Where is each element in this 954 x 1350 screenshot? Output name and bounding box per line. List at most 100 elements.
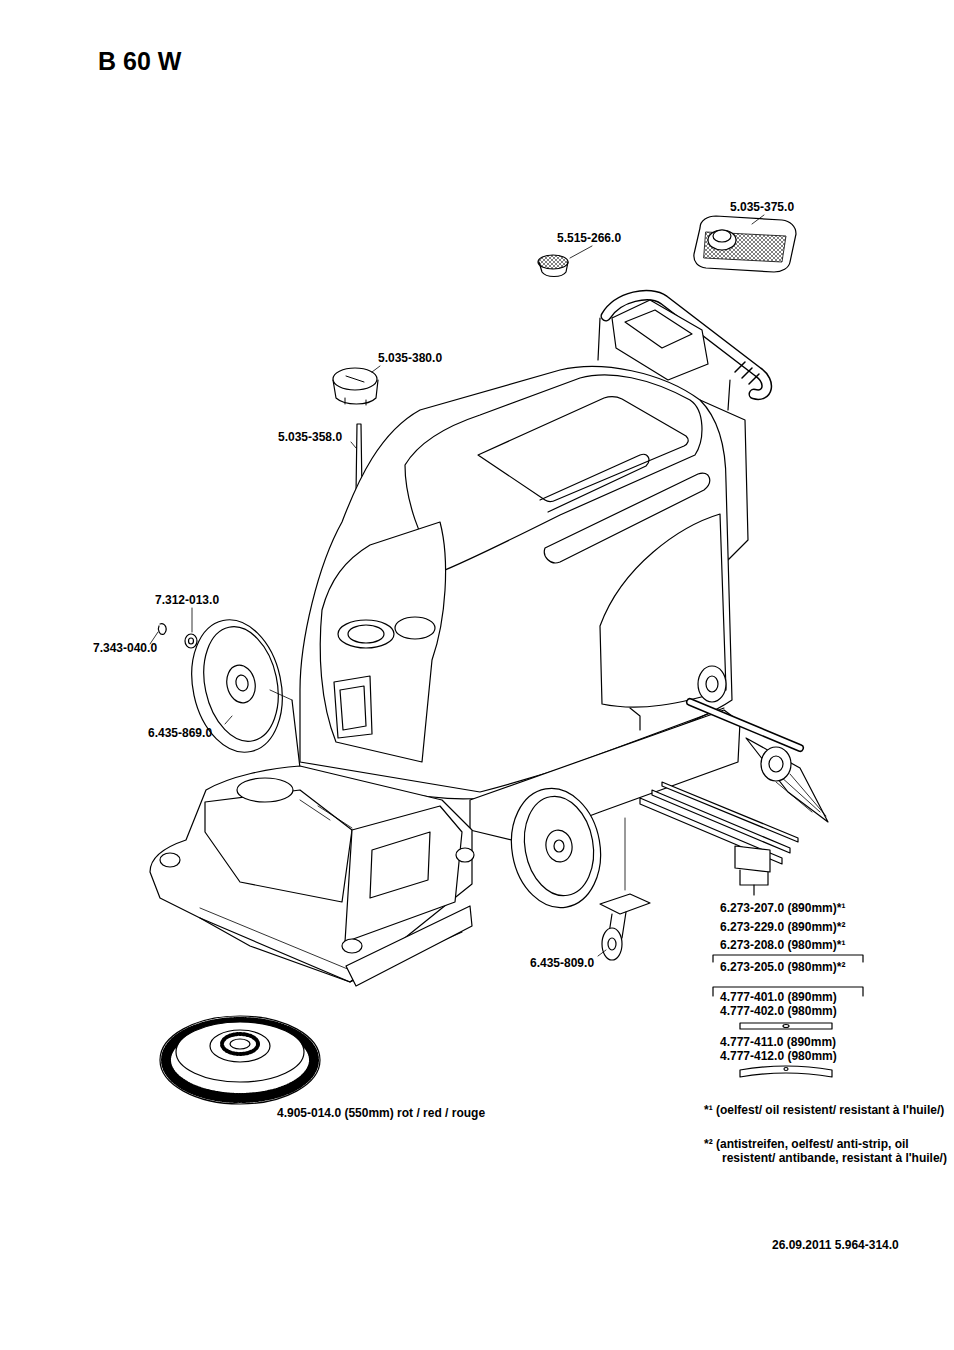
sieve	[538, 255, 568, 277]
handle	[735, 362, 759, 384]
squeegee	[706, 676, 718, 692]
leader-line	[570, 246, 592, 258]
squeegee	[690, 666, 828, 822]
filter-tray	[708, 230, 736, 250]
part-number: 4.777-411.0 (890mm)	[720, 1035, 836, 1049]
bracket	[713, 870, 863, 996]
circlip	[158, 624, 166, 635]
machine-body	[600, 514, 726, 707]
brush-deck	[342, 939, 362, 953]
caster	[602, 928, 622, 960]
filter-tray	[694, 216, 796, 272]
squeegee-blade	[640, 782, 798, 872]
leader-line	[225, 716, 232, 724]
filter-tray	[713, 230, 731, 242]
brush-deck	[300, 800, 352, 828]
brush-deck	[346, 906, 472, 986]
machine-body	[478, 397, 688, 502]
disc-brush	[160, 1016, 320, 1104]
washer	[185, 634, 197, 648]
part-number: 4.777-402.0 (980mm)	[720, 1004, 837, 1018]
chassis	[554, 840, 564, 852]
disc-brush	[166, 1022, 314, 1098]
disc-brush	[176, 1022, 304, 1082]
part-number: 6.435-869.0	[148, 726, 212, 740]
blade-strip	[740, 1023, 832, 1029]
part-number: 4.777-401.0 (890mm)	[720, 990, 837, 1004]
part-number: 5.035-358.0	[278, 430, 342, 444]
machine-body	[405, 375, 702, 572]
squeegee	[746, 738, 828, 822]
part-number: 4.777-412.0 (980mm)	[720, 1049, 837, 1063]
tank-cap	[333, 368, 378, 405]
leader-line	[192, 608, 193, 632]
part-number: 4.905-014.0 (550mm) rot / red / rouge	[277, 1106, 485, 1120]
caster	[600, 894, 650, 914]
footnote: *² (antistreifen, oelfest/ anti-strip, o…	[704, 1137, 950, 1165]
part-number: 5.035-380.0	[378, 351, 442, 365]
machine-body	[334, 676, 372, 738]
machine-body	[630, 708, 640, 730]
caster	[600, 818, 650, 960]
part-number: 6.273-229.0 (890mm)*²	[720, 920, 845, 934]
washer	[185, 634, 197, 648]
chassis	[517, 791, 601, 901]
squeegee	[769, 756, 783, 772]
part-number: 6.273-205.0 (980mm)*²	[720, 960, 845, 974]
squeegee-blade	[652, 790, 790, 853]
brush-deck	[205, 790, 352, 902]
brush-deck	[370, 832, 430, 898]
loose-wheel	[234, 674, 249, 692]
disc-brush	[222, 1034, 258, 1054]
squeegee	[690, 702, 800, 748]
machine-body	[300, 367, 732, 792]
machine-body	[540, 454, 649, 512]
part-number: 7.312-013.0	[155, 593, 219, 607]
filter-tray	[694, 216, 796, 272]
handle	[612, 300, 708, 380]
chassis	[543, 828, 574, 864]
bracket	[753, 885, 754, 895]
washer	[189, 638, 194, 644]
part-number: 5.035-375.0	[730, 200, 794, 214]
machine-body	[395, 617, 435, 639]
caster	[608, 938, 616, 950]
blade-strip	[783, 1025, 789, 1028]
machine-body	[340, 686, 366, 730]
brush-deck	[456, 848, 474, 862]
document-code: 26.09.2011 5.964-314.0	[772, 1238, 899, 1252]
leader-line	[372, 366, 380, 372]
disc-brush	[160, 1016, 320, 1104]
squeegee-blade	[662, 782, 798, 842]
part-number: 5.515-266.0	[557, 231, 621, 245]
brush-deck	[237, 778, 293, 802]
part-number: 6.273-207.0 (890mm)*¹	[720, 901, 845, 915]
part-number: 6.273-208.0 (980mm)*¹	[720, 938, 845, 952]
part-number: 6.435-809.0	[530, 956, 594, 970]
loose-wheel	[223, 663, 258, 706]
sieve	[538, 255, 568, 269]
blade-strip	[784, 1068, 788, 1071]
brush-deck	[150, 766, 474, 986]
squeegee	[776, 774, 826, 816]
tank-cap	[346, 376, 364, 382]
circlip	[158, 624, 166, 635]
tank-cap	[333, 368, 377, 390]
blade-strip	[740, 1066, 832, 1077]
tank-cap	[345, 398, 366, 405]
brush-deck	[200, 908, 350, 970]
squeegee	[761, 747, 791, 781]
diagram-title: B 60 W	[98, 46, 181, 76]
machine-body	[338, 620, 394, 648]
brush-deck	[160, 853, 180, 867]
loose-wheel	[270, 690, 292, 700]
handle	[625, 310, 692, 348]
leader-line	[752, 215, 764, 224]
machine-body	[320, 522, 445, 762]
leader-line	[351, 442, 356, 448]
disc-brush	[230, 1039, 250, 1049]
part-number: 7.343-040.0	[93, 641, 157, 655]
machine-body	[348, 625, 384, 643]
footnote: *¹ (oelfest/ oil resistent/ resistant à …	[704, 1103, 950, 1117]
caster	[625, 818, 626, 890]
